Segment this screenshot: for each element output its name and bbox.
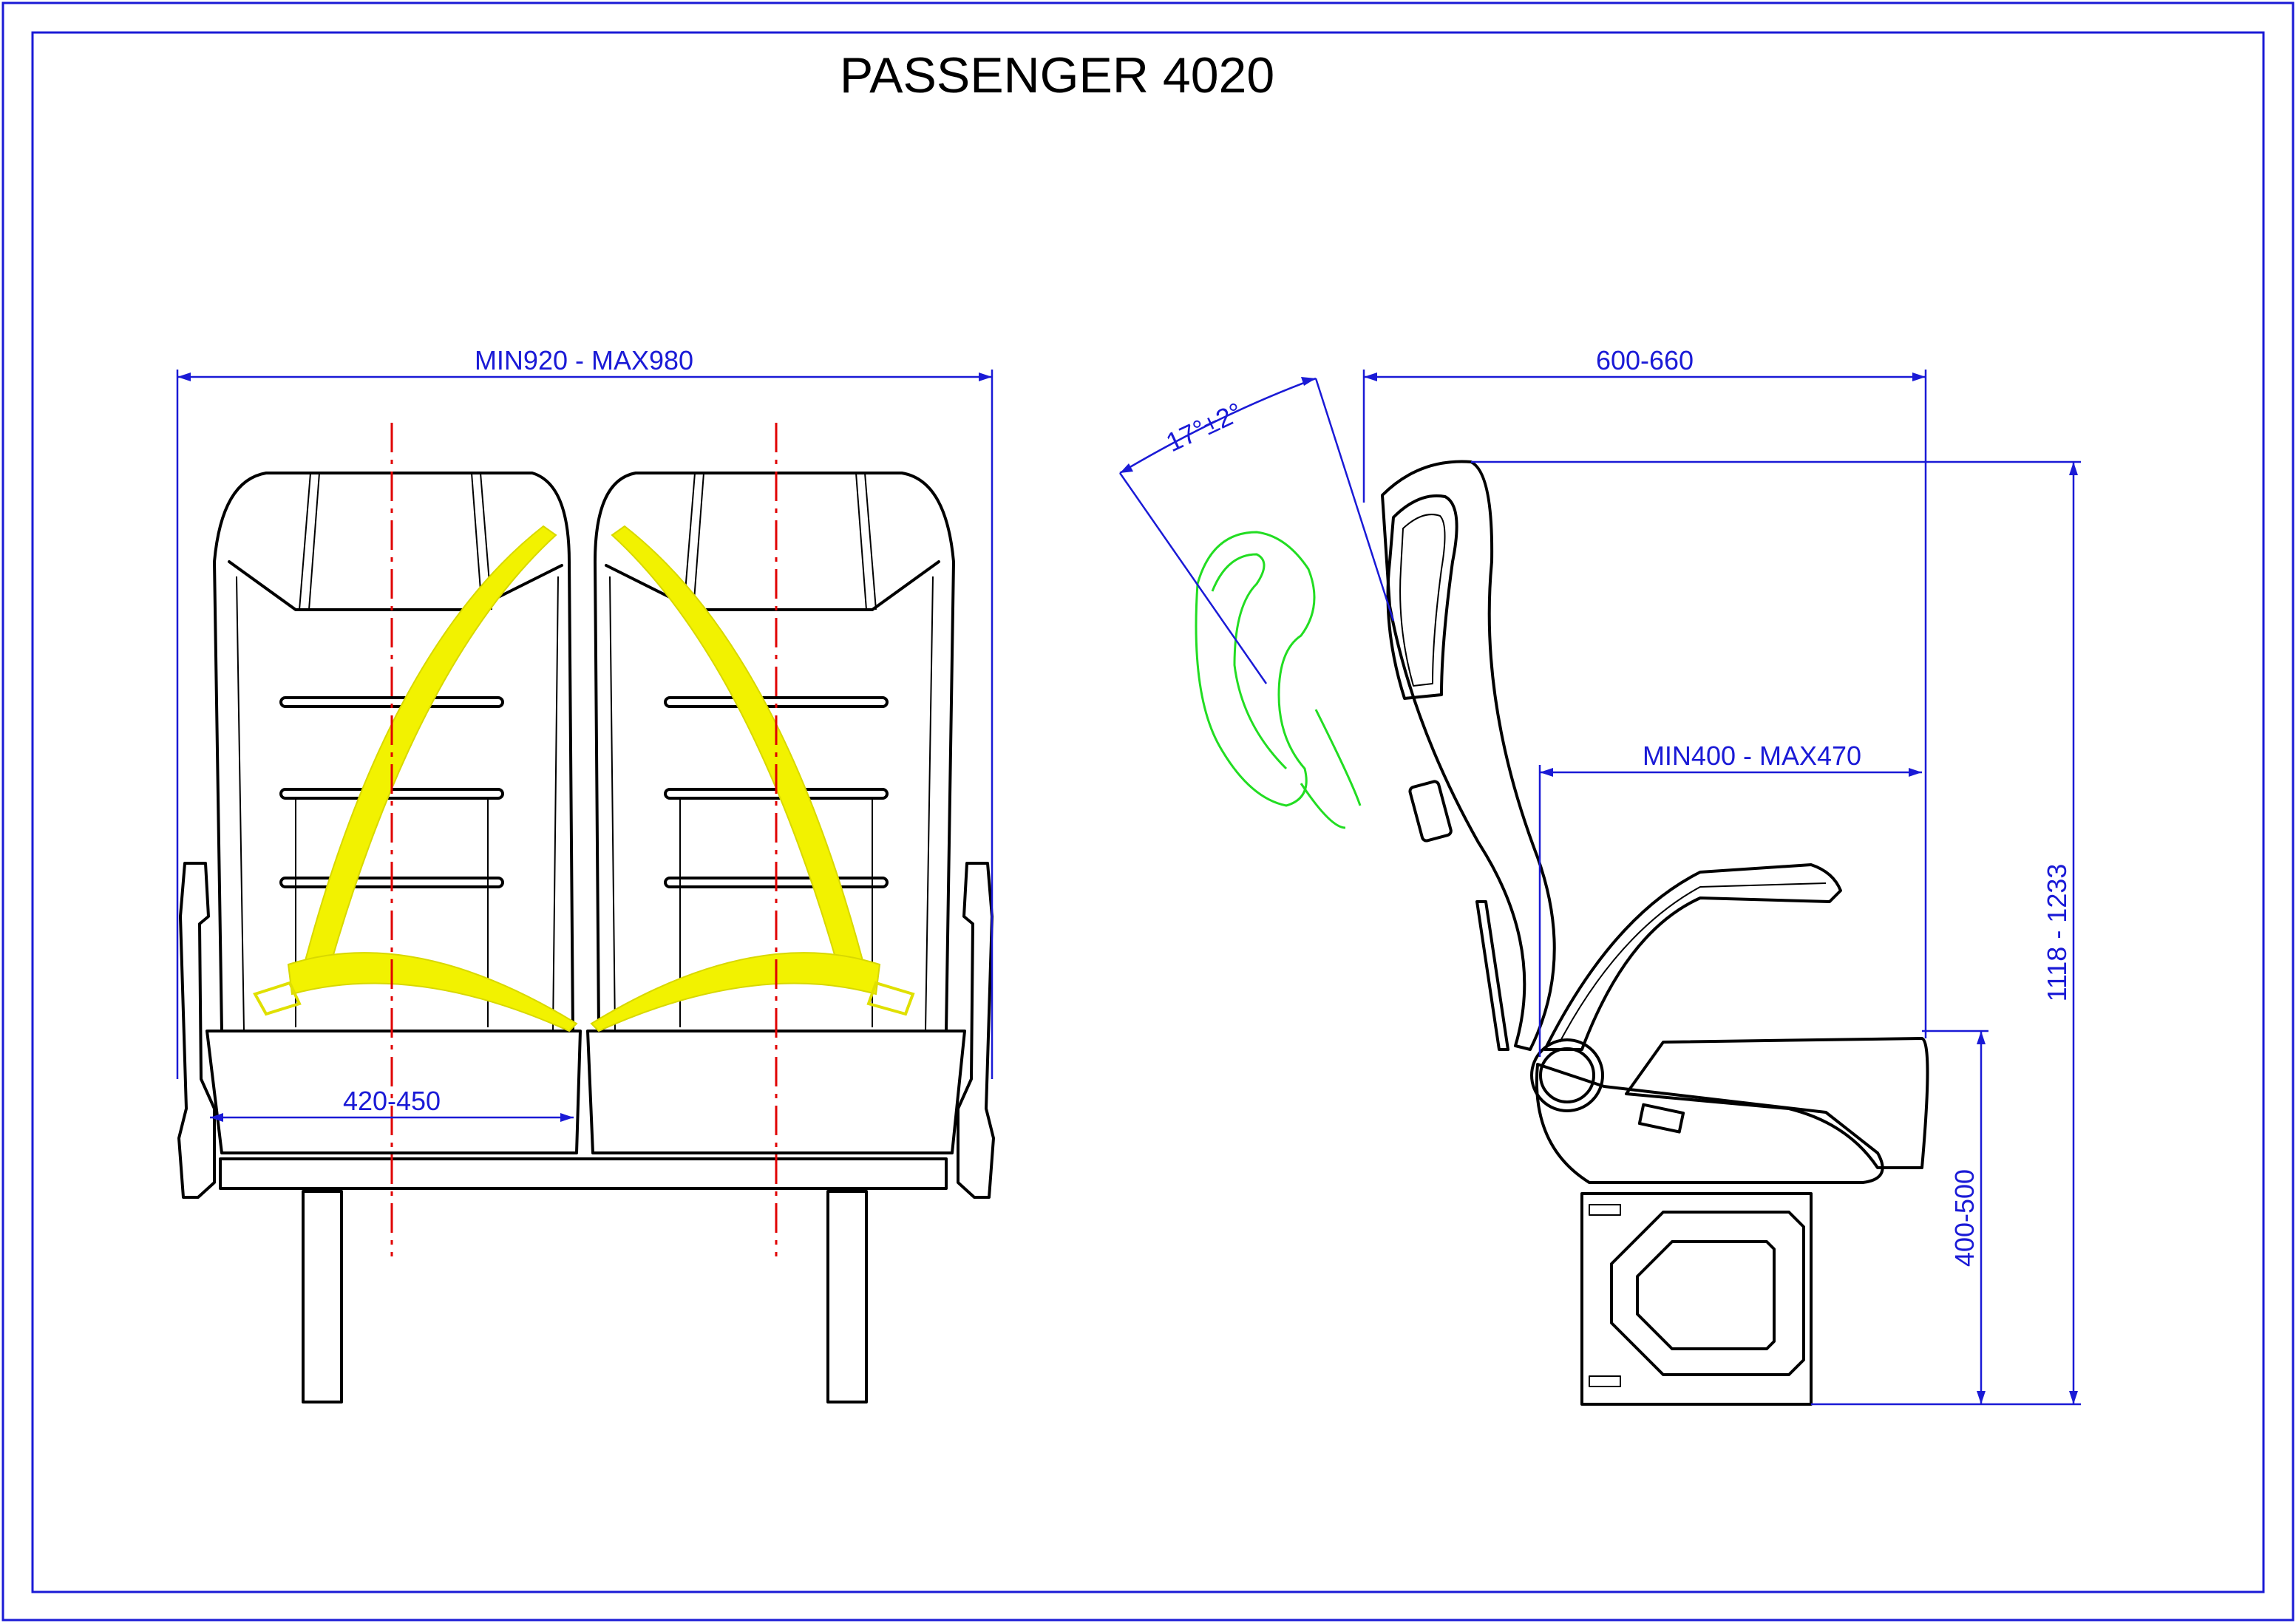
side-armrest-inner [1559,882,1827,1043]
seat-depth-label: MIN400 - MAX470 [1643,741,1861,771]
left-seat-cushion [206,1030,582,1154]
left-armrest [177,862,216,1199]
left-seatbelt-diagonal [298,525,557,984]
pedestal-label-top [1589,1204,1621,1216]
seat-height-label: 400-500 [1949,1169,1980,1267]
recline-ghost-inner [1211,553,1288,770]
left-headrest-seam [299,472,492,610]
side-seat-cushion [1625,1037,1929,1169]
pedestal [1580,1192,1813,1406]
inner-frame [31,31,2265,1593]
side-headrest-inner [1399,514,1446,687]
recline-ghost-tail [1300,709,1362,829]
left-headrest-contour [228,560,563,611]
recline-axis-reclined [1118,472,1268,684]
pedestal-window-outer [1610,1211,1805,1376]
right-armrest [957,862,995,1199]
front-view: MIN920 - MAX980 420-450 [176,345,995,1403]
side-back-lower [1475,900,1509,1051]
right-seatbelt-lap [590,952,881,1032]
right-seat-cushion [586,1030,966,1154]
armrest-pivot-outer [1530,1038,1604,1112]
side-recline-lever [1637,1103,1685,1134]
recline-axis-upright [1314,378,1395,622]
pedestal-label-bottom [1589,1375,1621,1387]
seat-base-frame [219,1157,948,1190]
right-seatbelt-diagonal [611,525,870,984]
side-armrest [1543,863,1842,1051]
side-view: 17°±2° 600-660 MIN400 - MAX470 1118 - 12… [1118,345,2081,1406]
depth-label: 600-660 [1596,345,1694,375]
side-back-handle [1408,780,1453,843]
right-headrest-seam [683,472,877,610]
left-seatback-panel [236,576,559,1032]
right-leg [826,1190,868,1403]
left-seatback [213,472,574,1032]
seat-width-label: 420-450 [343,1086,441,1116]
left-buckle [253,981,302,1016]
right-seatback-panel [609,576,934,1032]
recline-angle-label: 17°±2° [1161,396,1247,457]
right-buckle [866,981,915,1016]
recline-angle-arc [1119,377,1317,474]
left-leg [302,1190,343,1403]
right-seatback [594,472,955,1032]
recline-ghost-back [1195,531,1316,807]
drawing-title: PASSENGER 4020 [840,47,1274,103]
height-label: 1118 - 1233 [2042,864,2072,1002]
side-headrest [1386,494,1458,700]
overall-width-label: MIN920 - MAX980 [475,345,693,375]
side-seat-base [1535,1063,1884,1184]
armrest-pivot-inner [1539,1047,1595,1103]
right-headrest-contour [605,560,940,611]
pedestal-window-inner [1636,1240,1776,1350]
side-seatback [1381,460,1556,1051]
left-seatbelt-lap [287,952,578,1032]
